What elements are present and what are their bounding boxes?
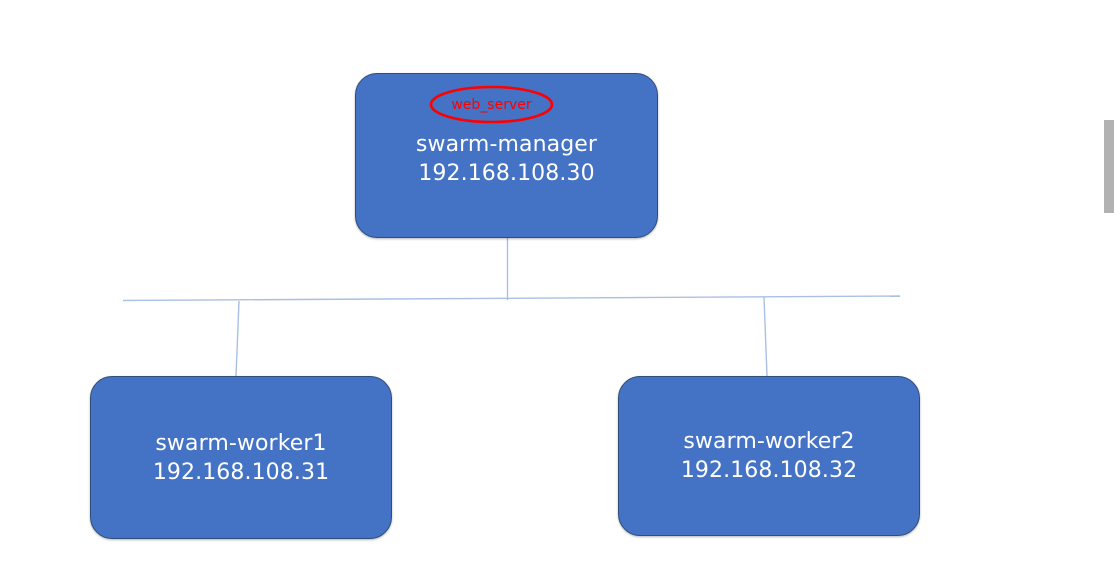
node-worker1-ip: 192.168.108.31 — [152, 459, 330, 485]
node-swarm-worker1[interactable]: swarm-worker1 192.168.108.31 — [90, 376, 392, 539]
connector-worker1-drop — [235, 300, 240, 377]
node-swarm-worker2[interactable]: swarm-worker2 192.168.108.32 — [618, 376, 920, 536]
vertical-scrollbar-thumb[interactable] — [1104, 120, 1114, 213]
vertical-scrollbar-track[interactable] — [1104, 0, 1114, 570]
node-worker2-hostname: swarm-worker2 — [683, 429, 855, 454]
connector-worker2-drop — [763, 296, 768, 377]
connector-horizontal-bus — [122, 295, 901, 302]
node-manager-hostname: swarm-manager — [415, 132, 598, 157]
node-manager-ip: 192.168.108.30 — [418, 161, 595, 186]
annotation-label-web-server: web_server — [451, 96, 532, 113]
node-worker1-hostname: swarm-worker1 — [155, 430, 327, 456]
node-worker2-ip: 192.168.108.32 — [680, 458, 858, 483]
